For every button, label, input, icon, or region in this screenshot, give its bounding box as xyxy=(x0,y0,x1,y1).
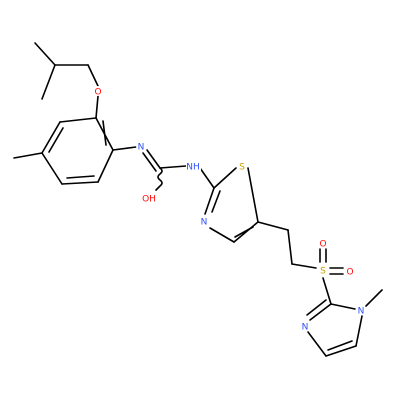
bond xyxy=(309,303,332,321)
bond xyxy=(59,117,97,123)
bond xyxy=(112,146,137,151)
bond xyxy=(41,64,56,100)
bond xyxy=(330,303,356,310)
bond xyxy=(48,127,64,153)
bond xyxy=(41,152,63,185)
bond xyxy=(102,120,107,146)
bond xyxy=(61,181,99,185)
label-mask xyxy=(237,161,247,171)
bond xyxy=(287,229,293,265)
label-mask xyxy=(142,193,156,203)
atom-s-thiazole: S xyxy=(237,161,247,173)
bond xyxy=(142,152,157,172)
bond xyxy=(355,315,363,347)
bond xyxy=(322,277,332,305)
atom-nh: NH xyxy=(186,161,201,173)
bonds xyxy=(13,42,383,357)
label-mask xyxy=(186,161,201,171)
bond xyxy=(257,221,289,231)
bond xyxy=(213,167,237,189)
bond xyxy=(327,340,353,351)
bond xyxy=(66,175,95,179)
label-mask xyxy=(318,265,328,275)
label-mask xyxy=(345,266,355,276)
bond xyxy=(13,152,43,159)
atom-n-thiazole: N xyxy=(199,216,209,228)
label-mask xyxy=(356,305,366,315)
bond xyxy=(146,149,161,169)
atom-label: O xyxy=(94,88,101,98)
atom-label: S xyxy=(320,267,326,277)
atom-oh: OH xyxy=(142,193,156,205)
label-mask xyxy=(199,216,209,226)
bond xyxy=(87,64,99,87)
atom-label: N xyxy=(302,323,309,333)
atom-n-imidazole-methyl: N xyxy=(356,305,366,317)
bond xyxy=(365,289,383,307)
bond xyxy=(199,167,215,189)
atom-label: S xyxy=(239,163,245,173)
bond xyxy=(247,167,259,223)
bond xyxy=(34,42,56,66)
atom-n-imidazole-ring: N xyxy=(300,321,310,333)
label-mask xyxy=(93,86,103,96)
bond xyxy=(291,263,317,269)
bond xyxy=(97,149,114,183)
atom-label: N xyxy=(138,143,145,153)
atom-label: NH xyxy=(186,163,200,173)
atom-o-sulfonyl-right: O xyxy=(345,266,355,278)
label-mask xyxy=(136,141,146,151)
atom-label: O xyxy=(346,268,353,278)
bond xyxy=(233,221,259,243)
atom-s-sulfonyl: S xyxy=(318,265,328,277)
bond xyxy=(95,95,99,119)
atom-label: N xyxy=(358,307,365,317)
bond xyxy=(307,331,327,357)
wavy-bond xyxy=(155,167,163,191)
atom-label: O xyxy=(319,240,326,250)
label-mask xyxy=(300,321,310,331)
bond xyxy=(325,345,357,357)
label-mask xyxy=(318,238,328,248)
bond xyxy=(234,226,254,238)
atom-labels: O N OH NH S N S O xyxy=(93,86,366,333)
bond xyxy=(306,299,327,316)
bond xyxy=(41,121,61,154)
atom-n-imine: N xyxy=(136,141,146,153)
atom-label: N xyxy=(201,218,208,228)
bond xyxy=(209,227,235,243)
bond xyxy=(159,165,187,169)
atom-o-ether: O xyxy=(93,86,103,98)
bond xyxy=(204,187,215,215)
bond xyxy=(211,190,221,213)
atom-label: OH xyxy=(142,195,156,205)
atom-o-sulfonyl-top: O xyxy=(318,238,328,250)
